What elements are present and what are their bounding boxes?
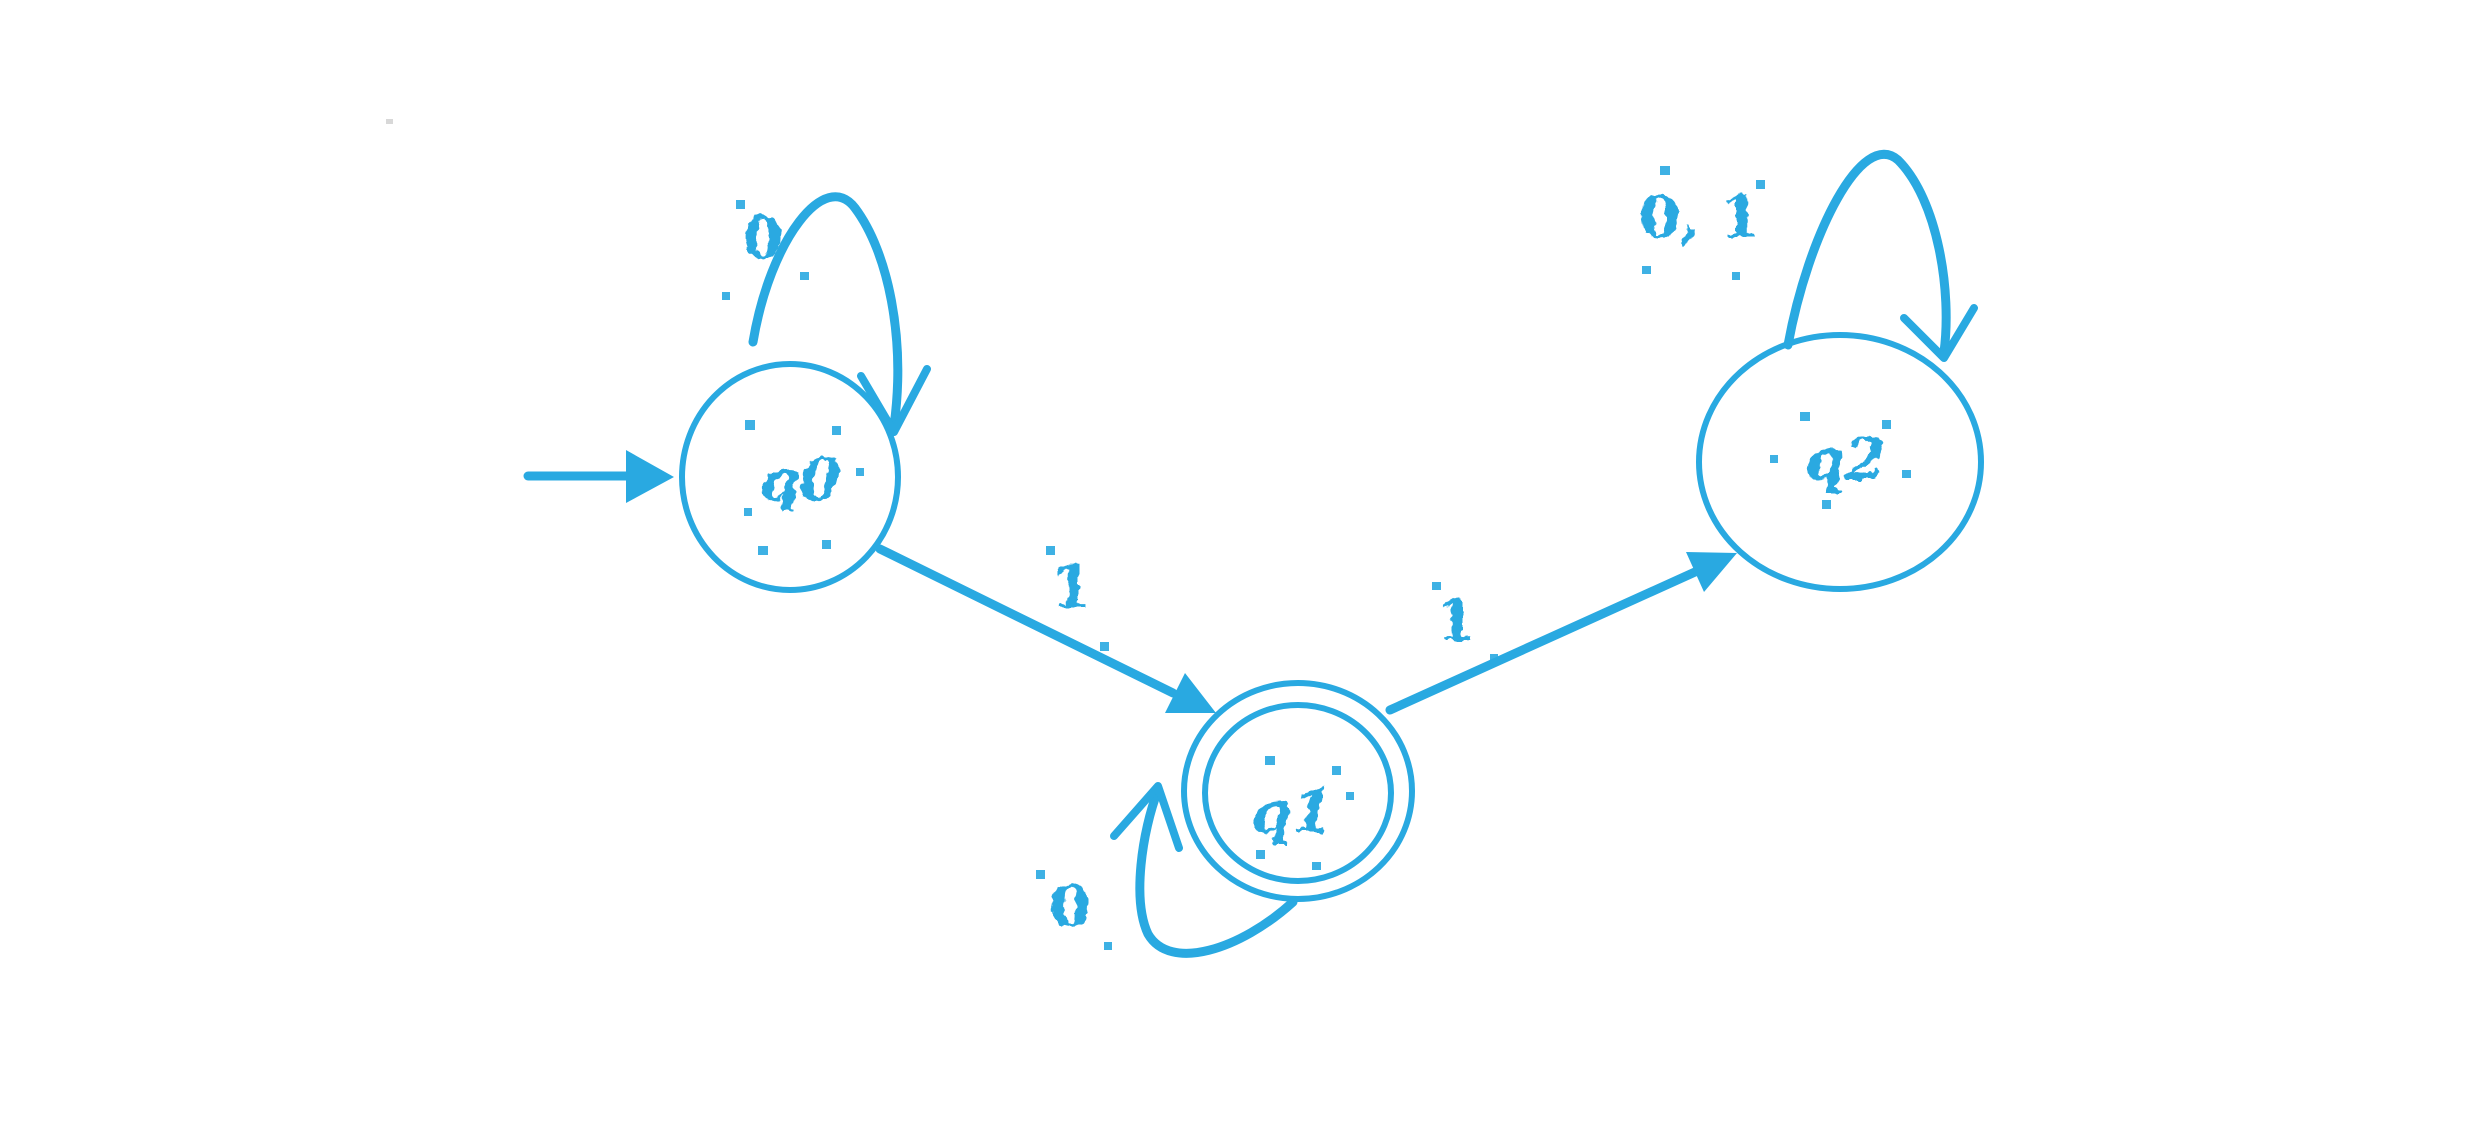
- state-q2-circle: [1696, 332, 1984, 592]
- state-q0-circle: [679, 361, 901, 593]
- edge-q1-q2-arrowhead: [1686, 552, 1737, 592]
- state-q2-label: q2: [1805, 426, 1886, 494]
- edge-q1-q2-line: [1385, 567, 1700, 715]
- state-q1: q1: [1181, 680, 1415, 902]
- q1-self-loop-arrow: 0: [1050, 782, 1298, 958]
- edge-q0-q1-label: 1: [1052, 553, 1092, 621]
- q1-self-loop-label: 0: [1050, 872, 1090, 940]
- edge-q0-q1-arrowhead: [1165, 673, 1216, 713]
- q2-self-loop-arrowhead: [1900, 304, 1978, 362]
- q2-self-loop-label: 0, 1: [1639, 183, 1760, 251]
- state-q1-inner-circle: [1202, 702, 1394, 884]
- start-arrowhead: [626, 450, 674, 503]
- state-q1-outer-circle: [1181, 680, 1415, 902]
- stray-mark: [386, 119, 393, 124]
- edge-q0-q1: 1: [875, 544, 1216, 713]
- q2-self-loop: [1783, 149, 1951, 357]
- q1-self-loop-arrowhead: [1110, 782, 1183, 852]
- state-q0: q0: [679, 361, 901, 593]
- q1-self-loop: [1135, 785, 1298, 958]
- noise-speckles: [722, 166, 1911, 950]
- q0-self-loop-arrowhead: [857, 365, 931, 436]
- q0-self-loop: [748, 192, 903, 431]
- q2-self-loop-arrow: 0, 1: [1639, 149, 1978, 362]
- state-q1-label: q1: [1252, 778, 1333, 846]
- edge-q0-q1-line: [875, 544, 1178, 698]
- state-q2: q2: [1696, 332, 1984, 592]
- q0-self-loop-arrow: 0: [743, 192, 931, 436]
- edge-q1-q2-label: 1: [1436, 587, 1476, 655]
- edge-q1-q2: 1: [1385, 552, 1737, 715]
- state-q0-label: q0: [760, 446, 841, 514]
- q0-self-loop-label: 0: [743, 204, 783, 272]
- start-arrow: [523, 450, 674, 503]
